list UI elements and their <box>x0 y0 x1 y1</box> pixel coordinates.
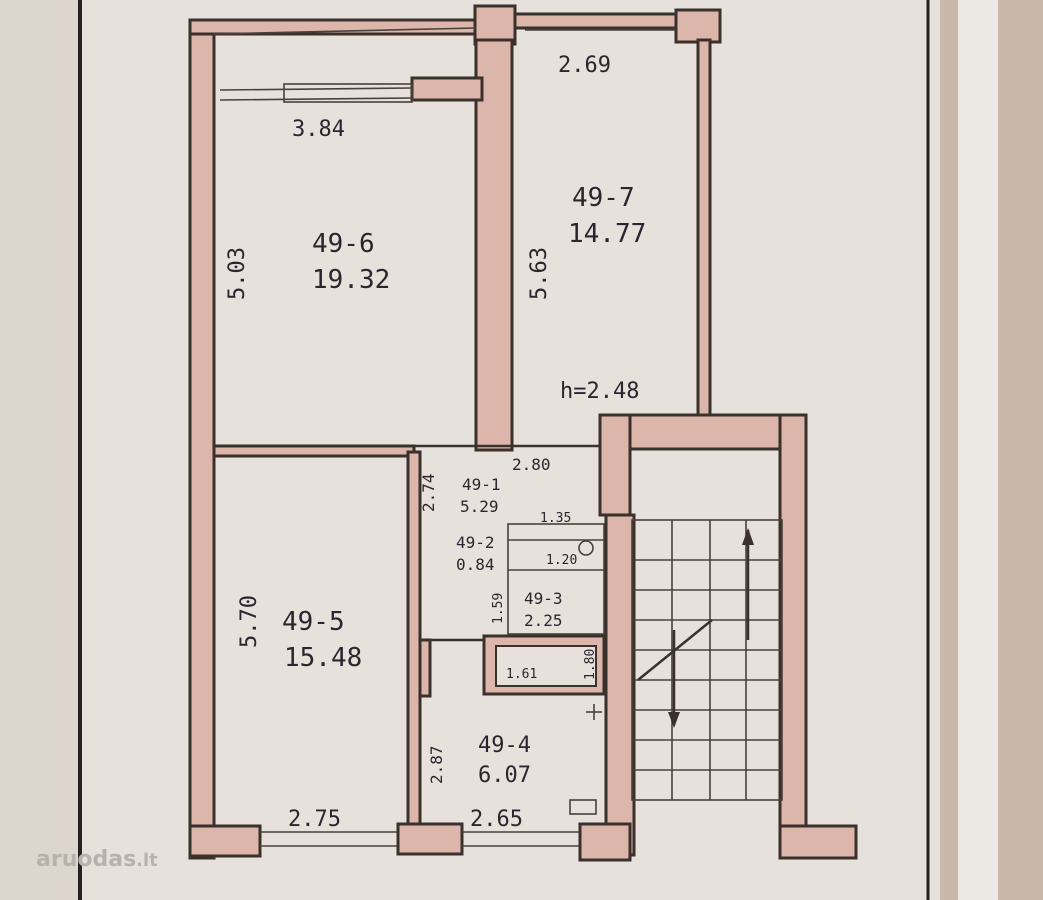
room-area-49-5: 15.48 <box>284 643 362 673</box>
stair-box <box>631 519 783 801</box>
bath-inner <box>495 645 597 687</box>
wall-bottom-mid-pier <box>396 822 464 856</box>
dim-bath-width: 1.35 <box>540 511 571 526</box>
dim-kitchen-left: 2.87 <box>427 745 446 784</box>
dim-kitchen-pass: 1.61 <box>506 667 537 682</box>
room-id-49-5: 49-5 <box>282 607 345 637</box>
dim-left-upper: 5.03 <box>225 247 250 300</box>
room-area-49-2: 0.84 <box>456 555 495 574</box>
window-top-left <box>213 27 477 35</box>
wall-left <box>188 18 216 860</box>
balcony-door <box>283 83 413 103</box>
stove-icon <box>569 799 597 815</box>
balcony-line-2 <box>219 97 413 101</box>
room-id-49-7: 49-7 <box>572 183 635 213</box>
wall-partition-mid <box>474 38 514 452</box>
dim-left-lower: 5.70 <box>237 595 262 648</box>
room-area-49-1: 5.29 <box>460 497 499 516</box>
ceiling-height: h=2.48 <box>560 379 639 404</box>
dim-corridor-width: 2.80 <box>512 455 551 474</box>
wall-stub-upper <box>410 76 484 102</box>
dim-bottom-left: 2.75 <box>288 807 341 832</box>
arrow-down-icon <box>668 712 680 728</box>
room-id-49-6: 49-6 <box>312 229 375 259</box>
wall-top-right <box>513 12 682 30</box>
wall-bottom-stair-pier <box>778 824 858 860</box>
wall-kitchen-stub <box>418 638 432 698</box>
arrow-up-icon <box>742 528 754 545</box>
dim-kitchen-side: 1.80 <box>583 649 598 680</box>
dim-corridor-mid: 2.74 <box>419 473 438 512</box>
dim-mid-upper: 5.63 <box>527 247 552 300</box>
wall-stair-top <box>598 413 808 451</box>
dim-bath-height: 1.59 <box>491 593 506 624</box>
wall-bottom-left-pier <box>188 824 262 858</box>
toilet-icon <box>578 540 594 556</box>
dim-wc-width: 1.20 <box>546 553 577 568</box>
room-area-49-7: 14.77 <box>568 219 646 249</box>
wall-bottom-right-pier <box>578 822 632 862</box>
wall-right-upper <box>696 38 712 417</box>
room-area-49-3: 2.25 <box>524 611 563 630</box>
room-id-49-1: 49-1 <box>462 475 501 494</box>
wall-top-right-pier <box>674 8 722 44</box>
dim-top-left: 3.84 <box>292 117 345 142</box>
room-id-49-3: 49-3 <box>524 589 563 608</box>
wall-stair-left-top <box>598 413 632 517</box>
stair-treads <box>634 520 782 800</box>
paper-edge <box>958 0 998 900</box>
balcony-line <box>219 87 413 91</box>
room-id-49-4: 49-4 <box>478 733 531 758</box>
wc-box <box>507 523 605 635</box>
wall-stair-right <box>778 413 808 857</box>
room-area-49-6: 19.32 <box>312 265 390 295</box>
room-id-49-2: 49-2 <box>456 533 495 552</box>
watermark-name: aruodas.lt <box>36 847 158 872</box>
wall-top-pier <box>473 4 517 46</box>
room-area-49-4: 6.07 <box>478 763 531 788</box>
dim-top-right: 2.69 <box>558 53 611 78</box>
wall-divider-left <box>212 444 416 458</box>
wall-stair-left <box>604 513 636 857</box>
dim-bottom-right: 2.65 <box>470 807 523 832</box>
